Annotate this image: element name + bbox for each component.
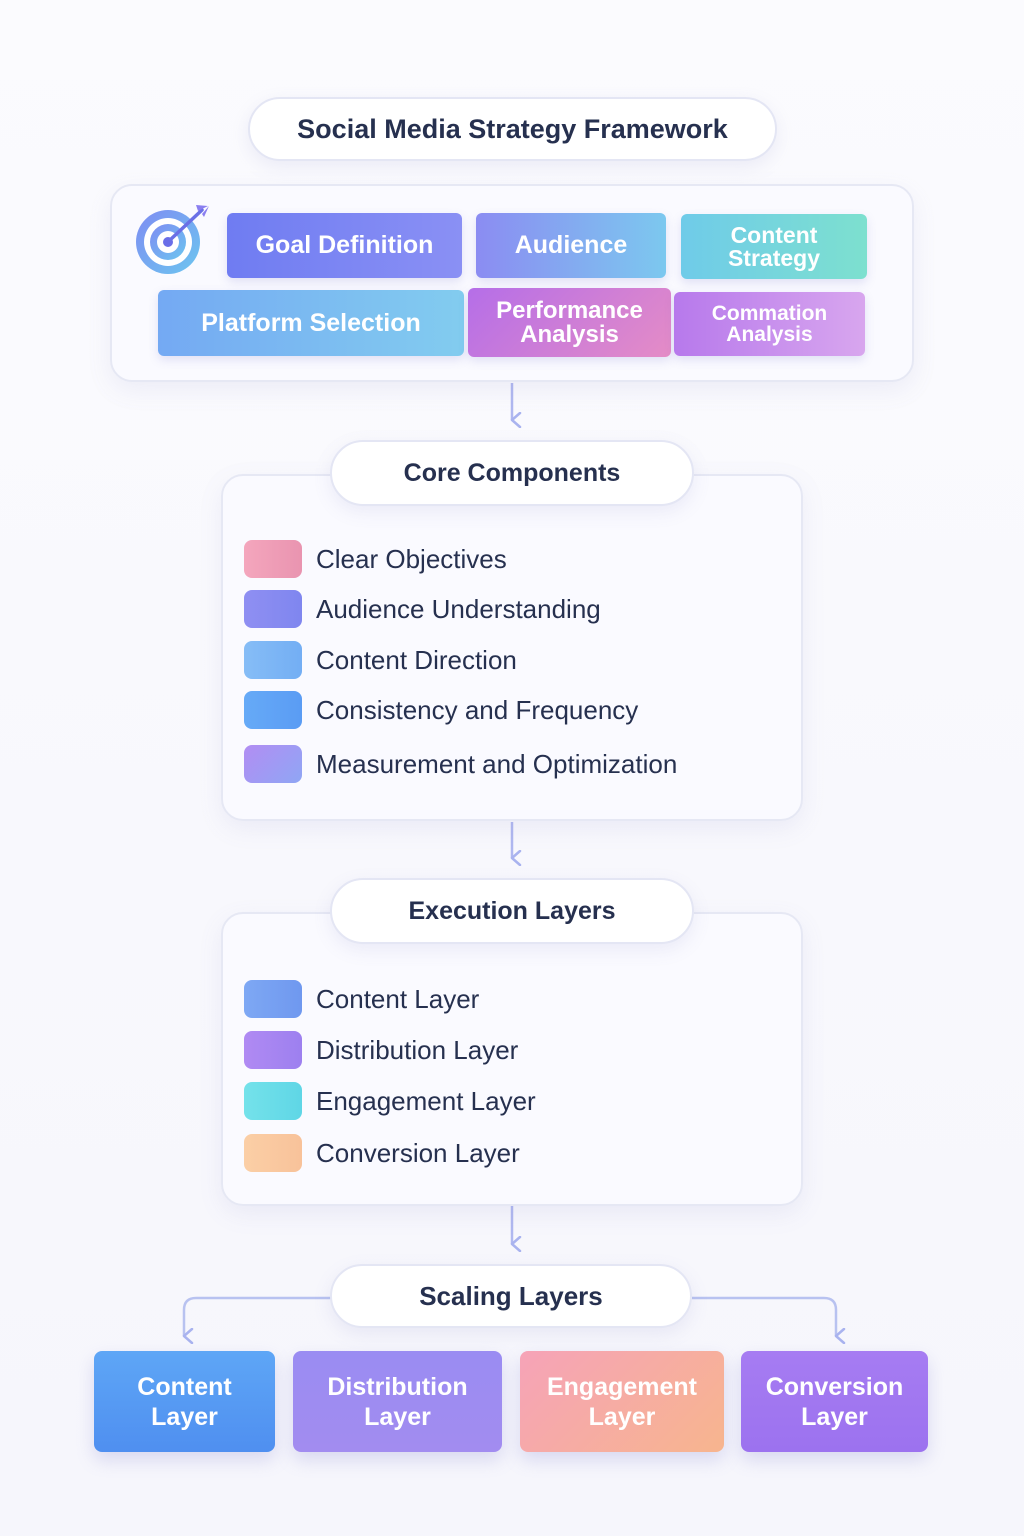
tile-commation-analysis[interactable]: Commation Analysis <box>674 292 865 356</box>
execution-item-conversion-layer: Conversion Layer <box>244 1134 520 1172</box>
color-swatch <box>244 980 302 1018</box>
tile-goal-definition[interactable]: Goal Definition <box>227 213 462 278</box>
execution-layers-heading: Execution Layers <box>330 878 694 944</box>
execution-item-distribution-layer: Distribution Layer <box>244 1031 518 1069</box>
scaling-box-conversion-layer[interactable]: Conversion Layer <box>741 1351 928 1452</box>
target-icon <box>132 202 212 278</box>
core-components-heading: Core Components <box>330 440 694 506</box>
color-swatch <box>244 540 302 578</box>
color-swatch <box>244 691 302 729</box>
execution-item-content-layer: Content Layer <box>244 980 479 1018</box>
core-item-clear-objectives: Clear Objectives <box>244 540 507 578</box>
core-item-content-direction: Content Direction <box>244 641 517 679</box>
core-item-measurement-optimization: Measurement and Optimization <box>244 745 677 783</box>
tile-content-strategy[interactable]: Content Strategy <box>681 214 867 279</box>
scaling-box-distribution-layer[interactable]: Distribution Layer <box>293 1351 502 1452</box>
scaling-box-engagement-layer[interactable]: Engagement Layer <box>520 1351 724 1452</box>
color-swatch <box>244 1134 302 1172</box>
core-item-audience-understanding: Audience Understanding <box>244 590 601 628</box>
framework-title: Social Media Strategy Framework <box>248 97 777 161</box>
scaling-box-content-layer[interactable]: Content Layer <box>94 1351 275 1452</box>
color-swatch <box>244 1082 302 1120</box>
tile-performance-analysis[interactable]: Performance Analysis <box>468 288 671 357</box>
color-swatch <box>244 641 302 679</box>
color-swatch <box>244 1031 302 1069</box>
branch-left <box>182 1296 332 1336</box>
framework-title-text: Social Media Strategy Framework <box>297 113 728 144</box>
color-swatch <box>244 590 302 628</box>
execution-item-engagement-layer: Engagement Layer <box>244 1082 536 1120</box>
branch-right <box>692 1296 836 1336</box>
scaling-layers-heading: Scaling Layers <box>330 1264 692 1328</box>
tile-platform-selection[interactable]: Platform Selection <box>158 290 464 356</box>
core-item-consistency-frequency: Consistency and Frequency <box>244 691 638 729</box>
tile-audience[interactable]: Audience <box>476 213 666 278</box>
color-swatch <box>244 745 302 783</box>
